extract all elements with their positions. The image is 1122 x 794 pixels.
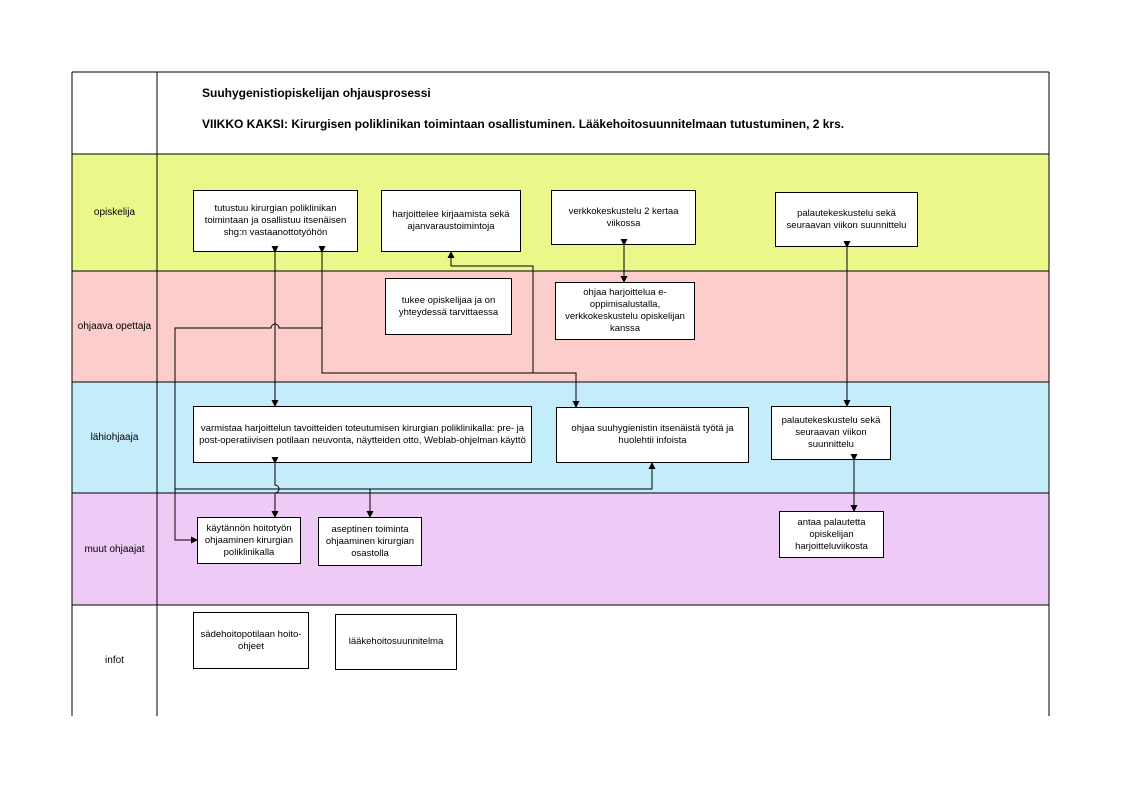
diagram-subtitle: VIIKKO KAKSI: Kirurgisen poliklinikan to… [202,117,845,131]
diagram-title: Suuhygenistiopiskelijan ohjausprosessi [202,86,431,100]
box-varmistaa: varmistaa harjoittelun tavoitteiden tote… [193,406,532,463]
lane-label-lahiohjaaja: lähiohjaaja [90,432,139,443]
box-verkkokeskustelu: verkkokeskustelu 2 kertaa viikossa [551,190,696,245]
box-antaa-palautetta: antaa palautetta opiskelijan harjoittelu… [779,511,884,558]
box-tukee: tukee opiskelijaa ja on yhteydessä tarvi… [385,278,512,335]
box-sadehoito: sädehoitopotilaan hoito-ohjeet [193,612,309,669]
box-laakehoito: lääkehoitosuunnitelma [335,614,457,670]
box-ohjaa-harjoittelua: ohjaa harjoittelua e-oppimisalustalla, v… [555,282,695,340]
box-tutustuu: tutustuu kirurgian poliklinikan toiminta… [193,190,358,252]
box-palaute-lahi: palautekeskustelu sekä seuraavan viikon … [771,406,891,460]
lane-label-opiskelija: opiskelija [93,207,136,218]
box-kaytannon: käytännön hoitotyön ohjaaminen kirurgian… [197,517,301,564]
header-band [72,72,1049,154]
box-aseptinen: aseptinen toiminta ohjaaminen kirurgian … [318,517,422,566]
lane-label-ohjaava-opettaja: ohjaava opettaja [77,321,152,332]
lane-label-muut-ohjaajat: muut ohjaajat [84,543,145,555]
box-palaute-opiskelija: palautekeskustelu sekä seuraavan viikon … [775,192,918,247]
lane-label-infot: infot [105,655,124,666]
box-harjoittelee: harjoittelee kirjaamista sekä ajanvaraus… [381,190,521,252]
box-ohjaa-suuhyg: ohjaa suuhygienistin itsenäistä työtä ja… [556,407,749,463]
